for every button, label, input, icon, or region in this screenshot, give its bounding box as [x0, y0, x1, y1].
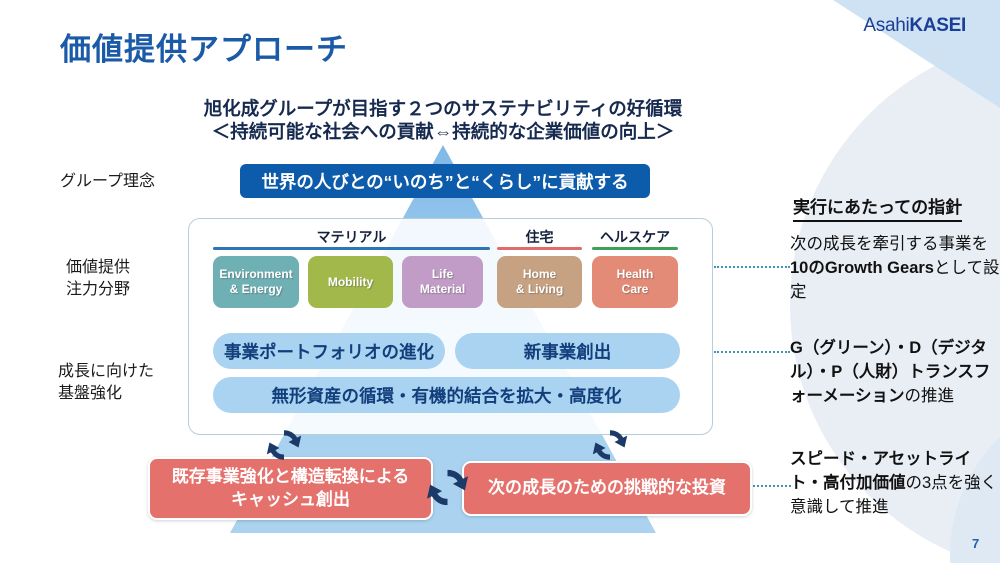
sector-home-living: Home & Living [497, 256, 582, 308]
guidance-item-speed-assetlight: スピード・アセットライト・高付加価値の3点を強く意識して推進 [790, 450, 998, 516]
sector-environment-energy: Environment & Energy [213, 256, 299, 308]
sector-health-care: Health Care [592, 256, 678, 308]
logo-text-bold: KASEI [909, 15, 966, 36]
cycle-arrows-icon [266, 427, 302, 463]
cycle-arrows-icon [426, 466, 469, 509]
row-label-growth-foundation: 成長に向けた 基盤強化 [58, 363, 155, 403]
dotted-connector [714, 351, 790, 353]
category-underline-material [213, 247, 490, 250]
page-number: 7 [972, 536, 980, 551]
guidance-heading: 実行にあたっての指針 [793, 193, 963, 222]
category-underline-homes [497, 247, 582, 250]
headline-line2: ＜持続可能な社会への貢献⇔持続的な企業価値の向上＞ [211, 121, 675, 143]
sector-mobility: Mobility [308, 256, 393, 308]
page-title: 価値提供アプローチ [60, 32, 348, 67]
dotted-connector [753, 485, 791, 487]
pill-portfolio-evolution: 事業ポートフォリオの進化 [213, 333, 445, 369]
pill-intangible-assets: 無形資産の循環・有機的結合を拡大・高度化 [213, 377, 680, 413]
sector-life-material: Life Material [402, 256, 483, 308]
row-label-group-philosophy: グループ理念 [60, 173, 156, 190]
category-label-healthcare: ヘルスケア [600, 229, 670, 245]
dotted-connector [714, 266, 790, 268]
headline-line1: 旭化成グループが目指す２つのサステナビリティの好循環 [203, 98, 683, 119]
guidance-item-gdp-transformation: G（グリーン）・D（デジタル）・P（人財）トランスフォーメーションの推進 [790, 339, 991, 405]
category-label-material: マテリアル [316, 229, 387, 245]
philosophy-banner: 世界の人びとの“いのち”と“くらし”に貢献する [240, 164, 650, 198]
guidance-item-growth-gears: 次の成長を牽引する事業を10のGrowth Gearsとして設定 [790, 235, 1000, 301]
row-label-value-focus-fields: 価値提供 注力分野 [66, 259, 131, 299]
cycle-arrows-icon [592, 427, 628, 463]
box-cash-generation: 既存事業強化と構造転換による キャッシュ創出 [148, 457, 433, 520]
headline: 旭化成グループが目指す２つのサステナビリティの好循環 ＜持続可能な社会への貢献⇔… [178, 97, 708, 144]
logo-text-normal: Asahi [863, 15, 910, 36]
category-underline-healthcare [592, 247, 678, 250]
box-challenging-investment: 次の成長のための挑戦的な投資 [462, 461, 752, 516]
company-logo: AsahiKASEI [863, 15, 966, 37]
pill-new-business-creation: 新事業創出 [455, 333, 680, 369]
category-label-homes: 住宅 [525, 229, 554, 245]
